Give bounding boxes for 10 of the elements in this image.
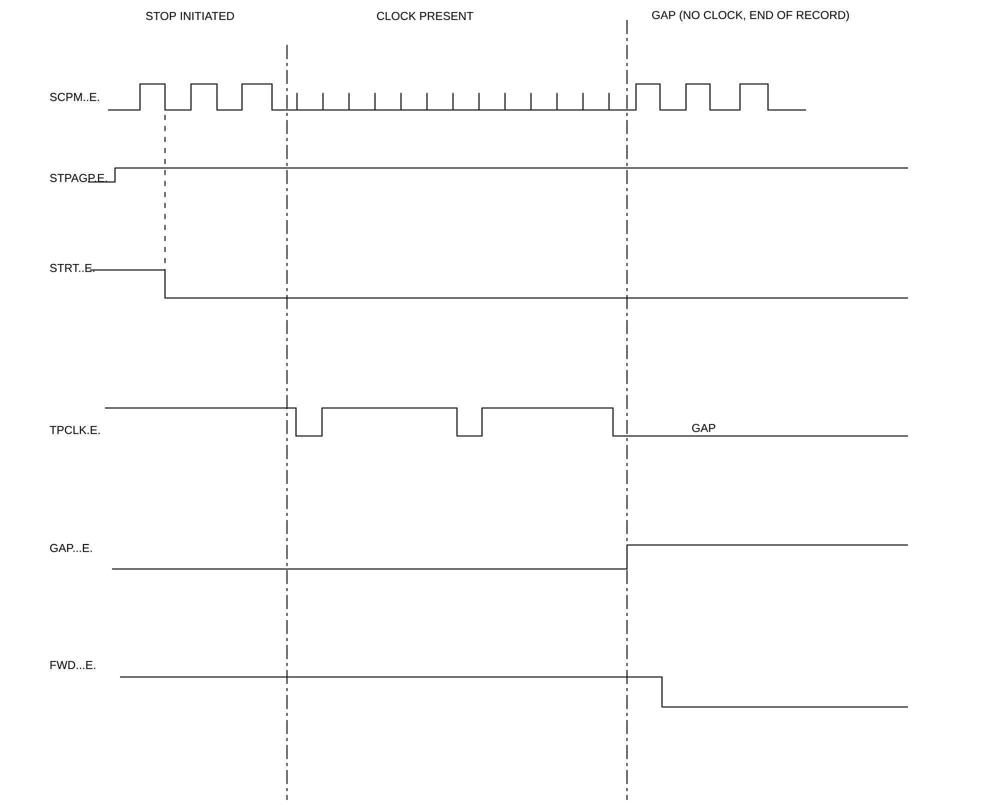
signal-name: TPCLK.E. — [50, 426, 100, 434]
signal-name: STRT..E. — [50, 264, 94, 272]
region-heading: CLOCK PRESENT — [377, 12, 474, 20]
signal-name: STPAGP.E. — [50, 174, 107, 182]
region-heading: GAP (NO CLOCK, END OF RECORD) — [652, 10, 849, 22]
signal-name: GAP...E. — [50, 544, 92, 552]
region-heading: STOP INITIATED — [146, 12, 234, 20]
signal-name: FWD...E. — [50, 661, 96, 669]
signal-name: SCPM..E. — [50, 92, 99, 102]
waveform-label: GAP — [692, 424, 716, 432]
